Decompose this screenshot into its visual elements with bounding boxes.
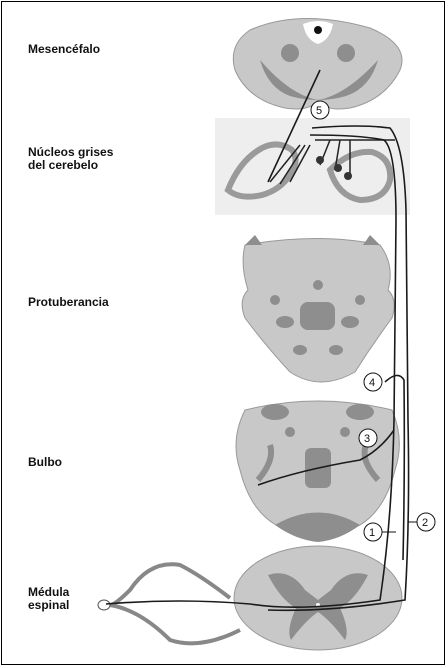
marker-1-label: 1 [369, 527, 375, 539]
medulla-oblongata-section [236, 401, 399, 542]
marker-2-label: 2 [422, 517, 428, 529]
marker-3-label: 3 [364, 433, 370, 445]
marker-1: 1 [364, 523, 396, 541]
marker-4: 4 [364, 373, 382, 391]
marker-4-label: 4 [369, 377, 375, 389]
mesencephalon-section [233, 18, 402, 109]
cerebellar-nuclei-section [215, 118, 410, 215]
pons-section [242, 235, 394, 382]
marker-5: 5 [311, 101, 329, 119]
marker-3: 3 [359, 429, 377, 447]
spinal-cord-section [98, 546, 402, 650]
marker-5-label: 5 [316, 105, 322, 117]
marker-2: 2 [408, 513, 435, 531]
